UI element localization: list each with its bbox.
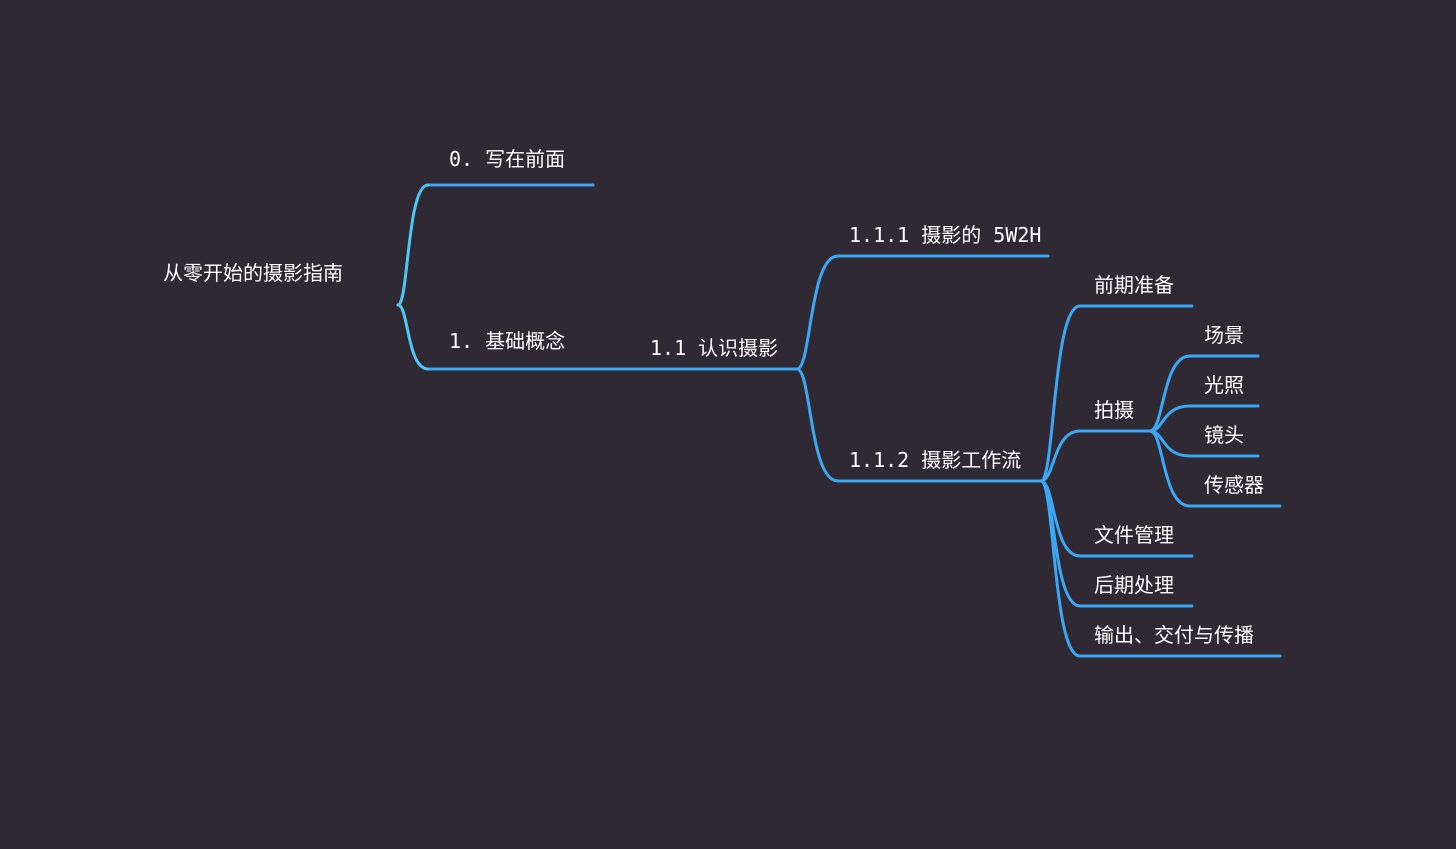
connector-n112-w2 xyxy=(1039,429,1082,483)
node-s2[interactable]: 光照 xyxy=(1204,373,1244,397)
node-w1[interactable]: 前期准备 xyxy=(1094,273,1174,297)
connector-n112-w1 xyxy=(1039,304,1082,483)
connector-n11-n112 xyxy=(795,367,840,483)
node-n111[interactable]: 1.1.1 摄影的 5W2H xyxy=(849,223,1042,247)
node-root[interactable]: 从零开始的摄影指南 xyxy=(163,261,343,285)
connector-n112-w5 xyxy=(1039,479,1082,658)
connector-w2-s2 xyxy=(1148,404,1192,433)
node-s1[interactable]: 场景 xyxy=(1204,323,1244,347)
node-w5[interactable]: 输出、交付与传播 xyxy=(1094,623,1254,647)
node-s3[interactable]: 镜头 xyxy=(1204,423,1244,447)
connector-n11-n111 xyxy=(795,254,840,371)
connector-w2-s4 xyxy=(1148,429,1192,508)
node-n0[interactable]: 0. 写在前面 xyxy=(449,147,566,171)
node-n1[interactable]: 1. 基础概念 xyxy=(449,329,566,353)
node-w2[interactable]: 拍摄 xyxy=(1094,398,1134,422)
node-n11[interactable]: 1.1 认识摄影 xyxy=(650,336,779,360)
node-n112[interactable]: 1.1.2 摄影工作流 xyxy=(849,448,1022,472)
node-w3[interactable]: 文件管理 xyxy=(1094,523,1174,547)
node-s4[interactable]: 传感器 xyxy=(1204,473,1264,497)
node-w4[interactable]: 后期处理 xyxy=(1094,573,1174,597)
connector-root-n0 xyxy=(396,183,430,307)
connector-w2-s1 xyxy=(1148,354,1192,433)
connector-root-n1 xyxy=(396,303,430,371)
